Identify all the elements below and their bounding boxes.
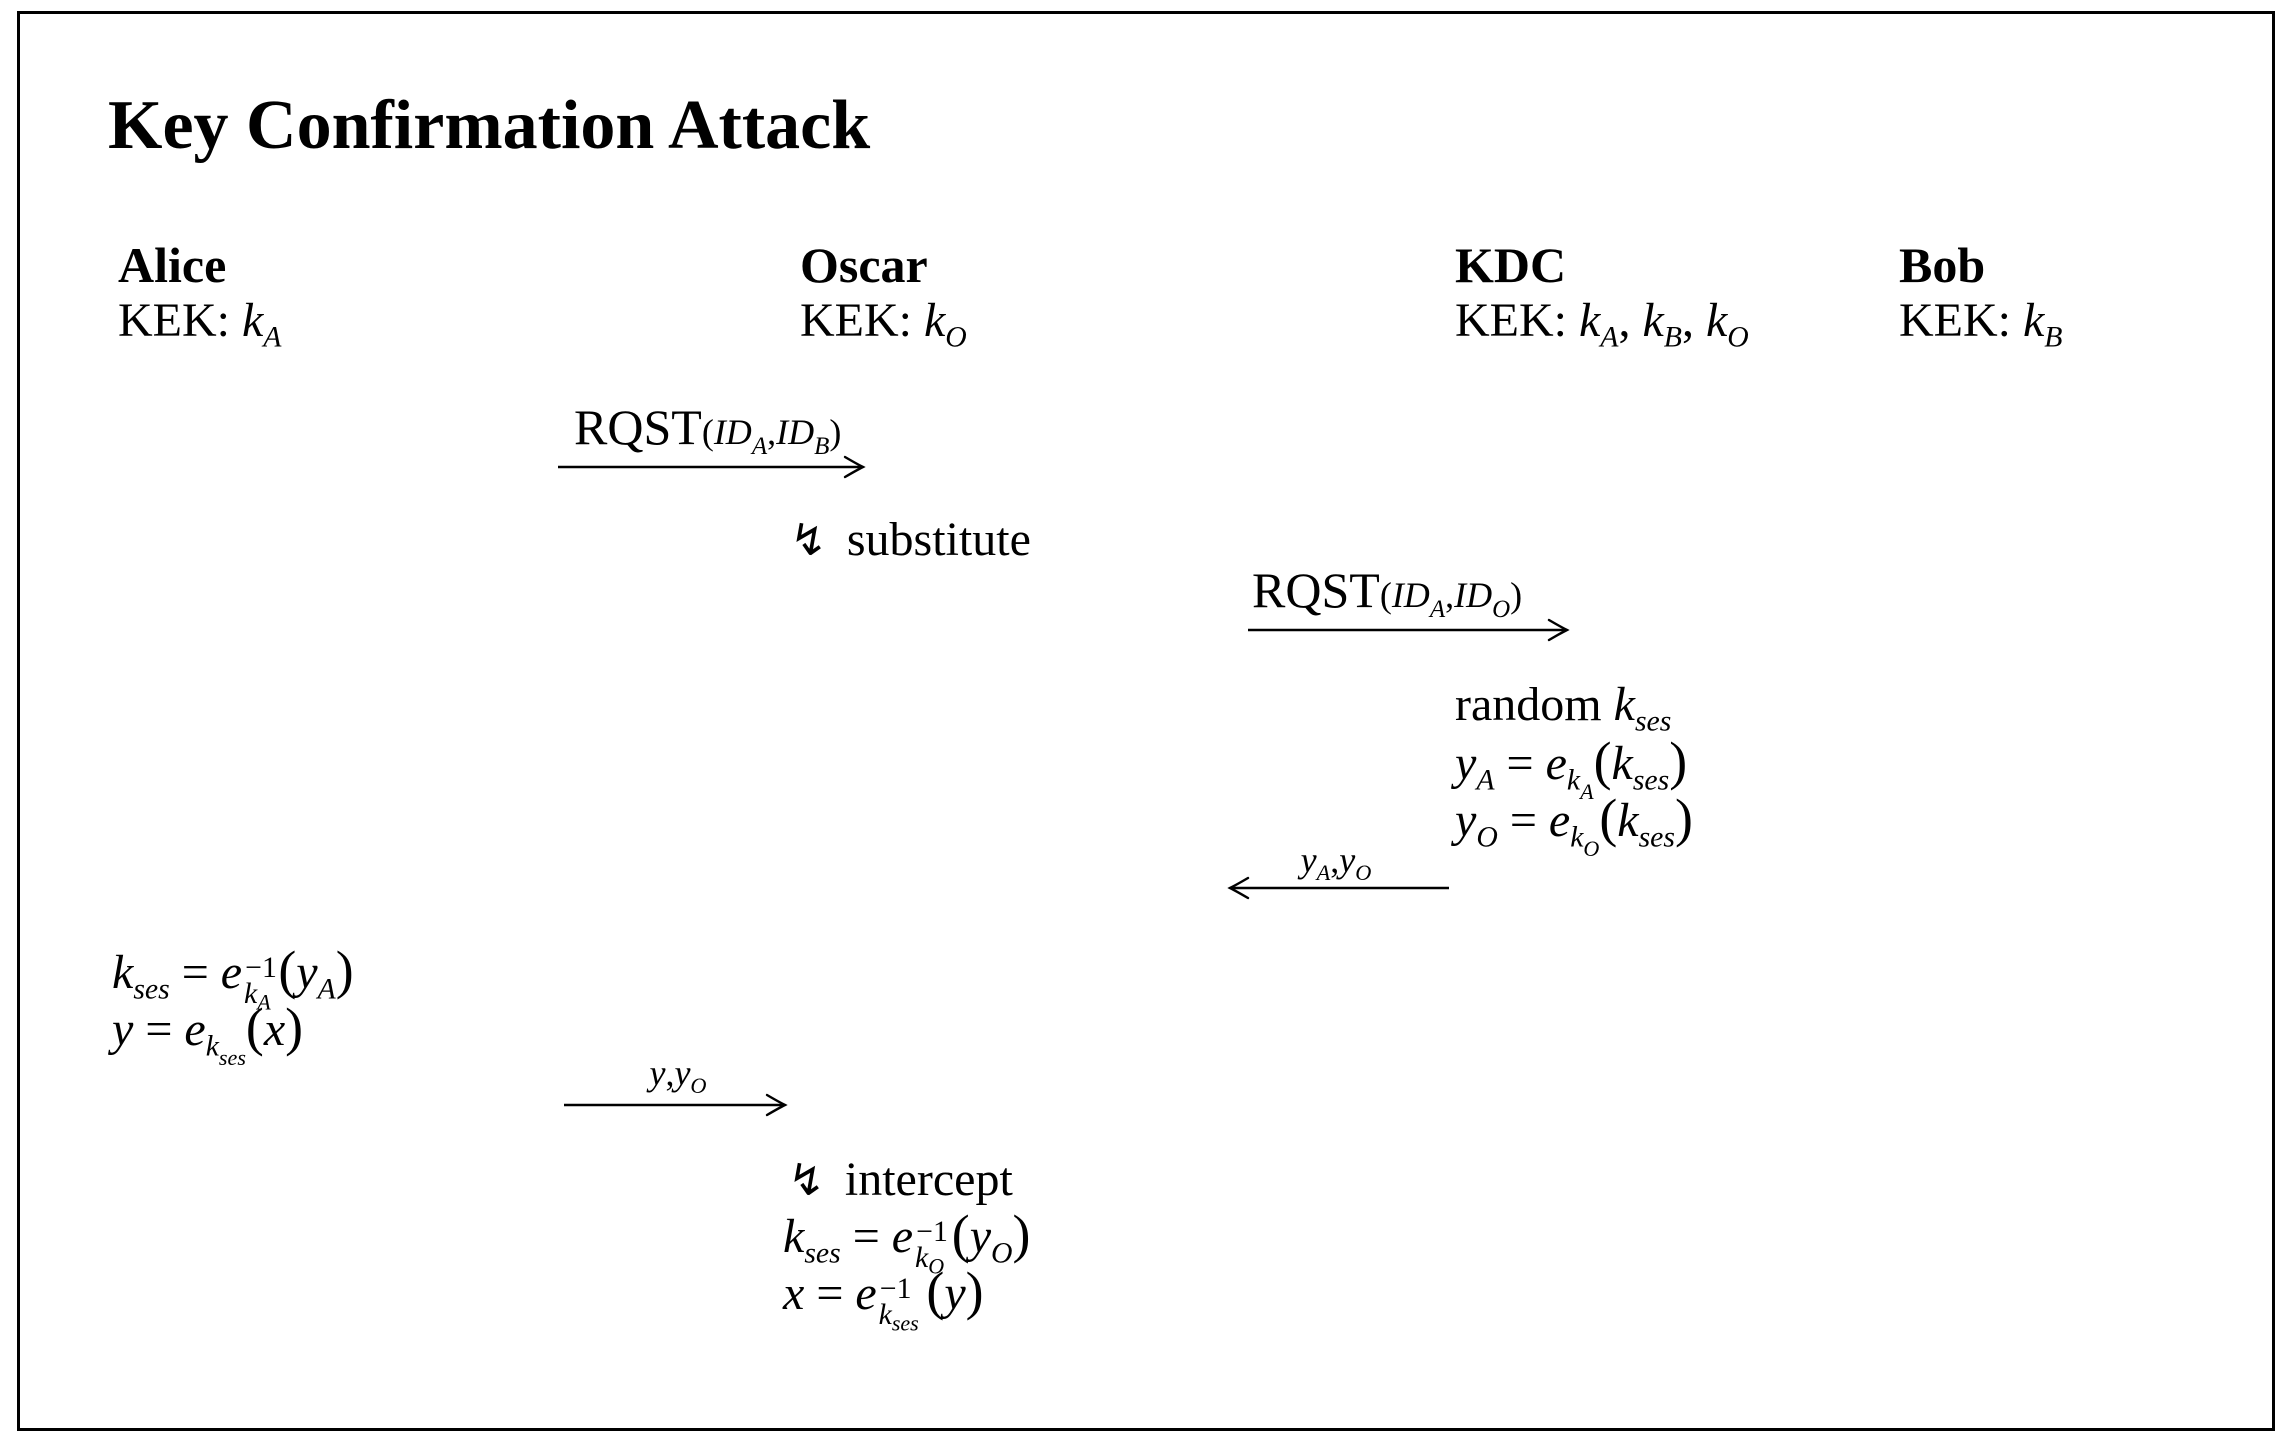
substitute-label: substitute	[846, 513, 1031, 566]
party-bob: Bob KEK: kB	[1899, 236, 2062, 364]
party-kek: KEK: kA	[118, 294, 282, 354]
party-kek: KEK: kO	[800, 294, 967, 354]
party-name: KDC	[1455, 237, 1567, 293]
attack-bolt-icon: ↯	[788, 1155, 825, 1206]
page-title: Key Confirmation Attack	[108, 87, 871, 164]
party-name: Oscar	[800, 237, 928, 293]
party-name: Alice	[118, 237, 227, 293]
arrow-right-key-confirmation	[564, 1093, 788, 1117]
arrow-right-rqst-oscar	[1248, 618, 1570, 642]
party-kdc: KDC KEK: kA, kB, kO	[1455, 236, 1749, 364]
slide-border	[17, 11, 2275, 1431]
alice-comp-line-y: y = ekses(x)	[112, 997, 304, 1070]
kdc-comp-line-yo: yO = ekO(kses)	[1455, 788, 1693, 861]
kdc-comp-line-ya: yA = ekA(kses)	[1455, 731, 1688, 804]
message-label-rqst-oscar: RQST(IDA,IDO)	[1252, 562, 1523, 623]
party-name: Bob	[1899, 237, 1986, 293]
message-label-key-confirmation: y,yO	[649, 1053, 707, 1098]
kdc-computation: random kses yA = ekA(kses) yO = ekO(kses…	[1455, 676, 1693, 861]
substitute-annotation: ↯ substitute	[790, 512, 1031, 569]
message-label-rqst-alice: RQST(IDA,IDB)	[574, 399, 842, 460]
party-kek: KEK: kB	[1899, 294, 2063, 354]
party-oscar: Oscar KEK: kO	[800, 236, 967, 364]
intercept-label: intercept	[844, 1153, 1013, 1206]
party-alice: Alice KEK: kA	[118, 236, 281, 364]
attack-bolt-icon: ↯	[790, 515, 827, 566]
message-label-session-keys: yA,yO	[1300, 840, 1372, 885]
intercept-annotation: ↯ intercept	[788, 1152, 1013, 1209]
party-kek: KEK: kA, kB, kO	[1455, 294, 1749, 354]
arrow-right-rqst-alice	[558, 455, 866, 479]
arrow-left-session-keys	[1227, 876, 1449, 900]
kdc-comp-line-random: random kses	[1455, 678, 1672, 738]
